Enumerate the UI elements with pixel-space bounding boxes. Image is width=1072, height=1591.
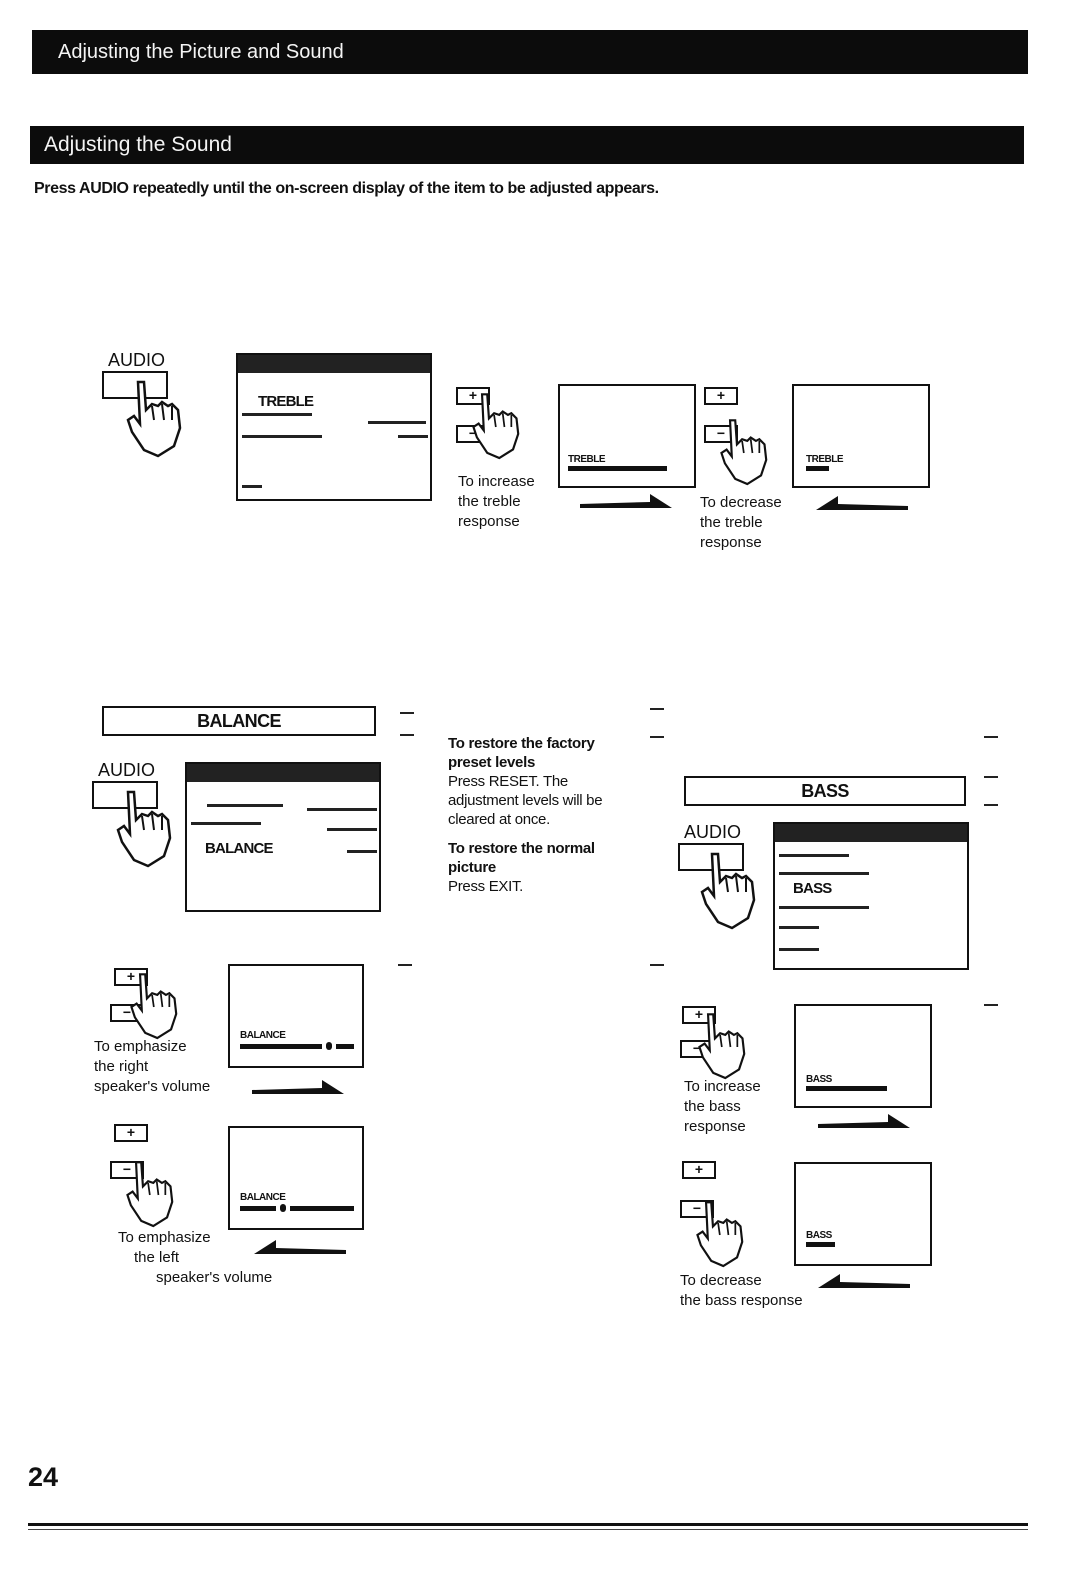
hand-pointer-icon [698,852,770,932]
intro-text: Press AUDIO repeatedly until the on-scre… [34,180,659,197]
arrow-left-icon [816,496,908,516]
treble-menu-item: TREBLE [258,393,314,410]
bass-menu-item: BASS [793,880,832,897]
balance-left-screen: BALANCE [228,1126,364,1230]
margin-mark [650,964,664,966]
margin-mark [650,736,664,738]
balance-menu-screen: BALANCE [185,762,381,912]
page-header-title: Adjusting the Picture and Sound [58,41,344,63]
bass-screen-label: BASS [806,1074,832,1085]
arrow-left-icon [254,1240,346,1260]
hand-pointer-icon [694,1200,756,1270]
balance-right-screen: BALANCE [228,964,364,1068]
section-header-bar: Adjusting the Sound [30,126,1024,164]
balance-left-caption: To emphasize the left speaker's volume [118,1229,273,1286]
bass-title: BASS [801,781,849,801]
bass-increase-caption: To increase the bass response [684,1078,761,1135]
balance-audio-label: AUDIO [98,760,156,780]
bass-decrease-caption: To decrease the bass response [680,1272,803,1309]
hand-pointer-icon [470,392,532,462]
arrow-right-icon [252,1080,344,1100]
balance-menu-item: BALANCE [205,840,274,857]
treble-level-bar [806,466,829,471]
margin-mark [650,708,664,710]
treble-increase-caption: To increase the treble response [458,473,535,530]
treble-level-bar [568,466,667,471]
section-title: Adjusting the Sound [44,133,232,156]
balance-screen-label: BALANCE [240,1030,286,1041]
margin-mark [984,1004,998,1006]
footer-rule [28,1523,1028,1526]
balance-title-box: BALANCE [102,706,376,736]
restore-factory-heading: To restore the factory preset levels [448,735,595,771]
margin-mark [984,776,998,778]
treble-screen-label: TREBLE [806,454,844,465]
margin-mark [398,964,412,966]
restore-factory-body: Press RESET. The adjustment levels will … [448,773,603,828]
treble-increase-screen: TREBLE [558,384,696,488]
hand-pointer-icon [124,1160,186,1230]
restore-picture-body: Press EXIT. [448,878,524,895]
balance-screen-label: BALANCE [240,1192,286,1203]
margin-mark [400,712,414,714]
bass-title-box: BASS [684,776,966,806]
balance-plus-button-2[interactable]: + [114,1124,148,1142]
page-number: 24 [28,1462,59,1492]
arrow-right-icon [818,1114,910,1134]
treble-audio-button[interactable] [102,371,168,399]
menu-header [187,764,379,782]
balance-left-bar [240,1044,322,1049]
balance-right-bar [290,1206,354,1211]
balance-title: BALANCE [197,711,281,731]
treble-audio-label: AUDIO [108,350,166,370]
menu-header [238,355,430,373]
restore-picture-heading: To restore the normal picture [448,840,595,876]
menu-header [775,824,967,842]
balance-right-caption: To emphasize the right speaker's volume [94,1038,211,1095]
margin-mark [984,804,998,806]
balance-center-marker [280,1204,286,1212]
restore-notes: To restore the factory preset levels Pre… [448,734,638,896]
arrow-right-icon [580,494,672,514]
footer-rule-thin [28,1529,1028,1530]
bass-level-bar [806,1242,835,1247]
hand-pointer-icon [718,418,780,488]
balance-center-marker [326,1042,332,1050]
bass-decrease-screen: BASS [794,1162,932,1266]
bass-audio-label: AUDIO [684,822,742,842]
bass-screen-label: BASS [806,1230,832,1241]
treble-screen-label: TREBLE [568,454,606,465]
treble-decrease-screen: TREBLE [792,384,930,488]
balance-left-bar [240,1206,276,1211]
arrow-left-icon [818,1274,910,1294]
treble-plus-button-2[interactable]: + [704,387,738,405]
treble-menu-screen: TREBLE [236,353,432,501]
balance-audio-button[interactable] [92,781,158,809]
bass-plus-button-2[interactable]: + [682,1161,716,1179]
margin-mark [400,734,414,736]
hand-pointer-icon [128,972,190,1042]
margin-mark [984,736,998,738]
bass-level-bar [806,1086,887,1091]
treble-decrease-caption: To decrease the treble response [700,494,782,551]
hand-pointer-icon [114,790,186,870]
bass-menu-screen: BASS [773,822,969,970]
bass-increase-screen: BASS [794,1004,932,1108]
hand-pointer-icon [696,1012,758,1082]
page-header-bar: Adjusting the Picture and Sound [32,30,1028,74]
hand-pointer-icon [124,380,196,460]
balance-right-bar [336,1044,354,1049]
